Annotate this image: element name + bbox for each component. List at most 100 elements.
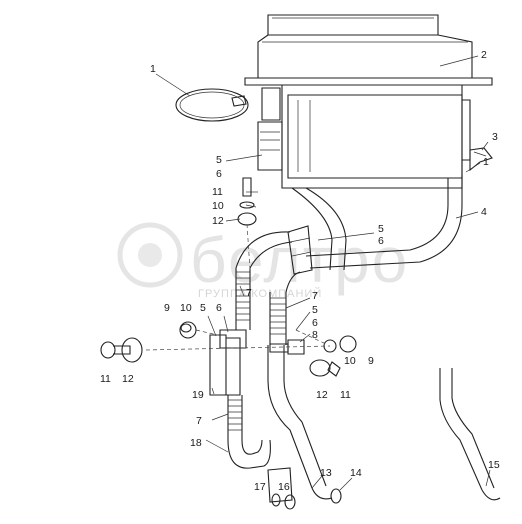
- pipe-13-left: [267, 345, 313, 489]
- callout-14: 14: [350, 467, 362, 479]
- hose-to-junction-top: [249, 241, 293, 269]
- hose-4-lower-edge: [305, 178, 449, 257]
- watermark-brand: белтро: [190, 224, 409, 296]
- leader-19: [211, 387, 215, 395]
- hose-18-bend-outer: [227, 439, 271, 469]
- leader-13: [311, 475, 323, 489]
- pipe-15-left: [439, 368, 483, 491]
- watermark: белтро ГРУППА КОМПАНИЙ: [117, 222, 409, 300]
- callout-numbers: 1 2 3 1 4 5 6 11 10 12 5 6 7 7 5 6 8 9 1…: [100, 49, 500, 493]
- callout-6a: 6: [216, 168, 222, 180]
- leader-12a: [225, 218, 241, 222]
- leader-1a: [155, 73, 191, 97]
- clamp-ring-outer: [175, 88, 249, 122]
- corrugated-right-bend: [285, 271, 301, 293]
- lower-corrugated-walls: [227, 395, 243, 440]
- upper-left-fasteners: [179, 321, 197, 339]
- corrugated-right-ribs: [270, 297, 286, 335]
- corrugated-right-walls: [269, 292, 287, 345]
- callout-10b: 10: [180, 302, 192, 314]
- callout-5d: 5: [200, 302, 206, 314]
- fitting-sleeve: [267, 467, 293, 503]
- callout-16: 16: [278, 481, 290, 493]
- junction-coupling: [287, 225, 313, 275]
- callout-10a: 10: [212, 200, 224, 212]
- fitting-17: [271, 493, 281, 507]
- pipe-15-right: [451, 368, 495, 489]
- corrugated-hose-right: [269, 271, 301, 345]
- watermark-logo-ring: [117, 222, 183, 288]
- hose-18-bend-inner: [241, 439, 263, 455]
- left-support-lower: [257, 121, 283, 171]
- bolt-11-shank: [113, 345, 131, 355]
- bolt-stack-top: [237, 177, 257, 226]
- pipe-central-right: [305, 187, 347, 271]
- washer-14: [330, 488, 342, 504]
- callout-19: 19: [192, 389, 204, 401]
- alignment-lines: [145, 223, 331, 351]
- junction-sleeve: [287, 225, 313, 275]
- callout-11c: 11: [340, 389, 351, 401]
- callout-7a: 7: [246, 287, 252, 299]
- callout-12a: 12: [212, 215, 224, 227]
- bolt-11-top: [242, 177, 252, 197]
- callout-7c: 7: [196, 415, 202, 427]
- pipe-13-right: [283, 345, 327, 487]
- leader-lines: [155, 55, 491, 491]
- clamp-8-band: [269, 343, 289, 353]
- callout-15: 15: [488, 459, 500, 471]
- dash-right-axis: [295, 329, 327, 345]
- callout-3: 3: [492, 131, 498, 143]
- corrugated-left-ribs: [236, 271, 250, 321]
- leader-1b: [465, 162, 481, 173]
- left-fastener-set: [100, 337, 143, 363]
- callout-9a: 9: [164, 302, 170, 314]
- leader-7c: [211, 413, 229, 421]
- watermark-subtitle: ГРУППА КОМПАНИЙ: [198, 287, 322, 300]
- clamp-screw: [231, 95, 247, 107]
- clamp-ring-inner: [179, 91, 245, 119]
- callout-1a: 1: [150, 63, 156, 75]
- watermark-logo-dot: [138, 243, 162, 267]
- callout-6c: 6: [312, 317, 318, 329]
- leader-14: [339, 477, 353, 491]
- leader-5a: [225, 154, 263, 162]
- right-fastener-set: [309, 335, 357, 377]
- callout-12b: 12: [122, 373, 134, 385]
- washer-12-right: [309, 359, 331, 377]
- bracket-3: [469, 147, 493, 172]
- leader-6d: [223, 315, 229, 333]
- leader-10a: [245, 204, 257, 208]
- support-19-side: [226, 337, 241, 396]
- callout-2: 2: [481, 49, 487, 61]
- left-support-upper: [261, 87, 281, 121]
- support-19: [209, 329, 247, 396]
- dash-top-bolt-axis: [246, 223, 251, 271]
- lower-hose-18: [227, 395, 271, 469]
- housing-flange: [244, 77, 493, 86]
- dash-bolt-axis: [145, 345, 331, 351]
- leader-7b: [285, 297, 311, 309]
- pipe-central-left: [291, 187, 333, 271]
- right-side-plate: [462, 99, 471, 161]
- housing-upper-body: [257, 34, 473, 79]
- leader-5d: [207, 315, 217, 337]
- callout-1b: 1: [483, 156, 489, 168]
- callout-6d: 6: [216, 302, 222, 314]
- callout-13: 13: [320, 467, 332, 479]
- heater-radiator: [257, 85, 471, 189]
- callout-5b: 5: [378, 223, 384, 235]
- hose-to-junction-bottom: [235, 231, 291, 269]
- fitting-16: [284, 494, 296, 510]
- leader-5b: [317, 232, 375, 241]
- radiator-core: [287, 94, 463, 179]
- leader-8: [299, 333, 311, 343]
- radiator-fins: [297, 100, 311, 172]
- callout-4: 4: [481, 206, 487, 218]
- fittings-16-17: [267, 467, 296, 510]
- lower-corrugated-ribs: [228, 399, 242, 431]
- callout-11a: 11: [212, 186, 223, 198]
- radiator-frame: [281, 85, 463, 189]
